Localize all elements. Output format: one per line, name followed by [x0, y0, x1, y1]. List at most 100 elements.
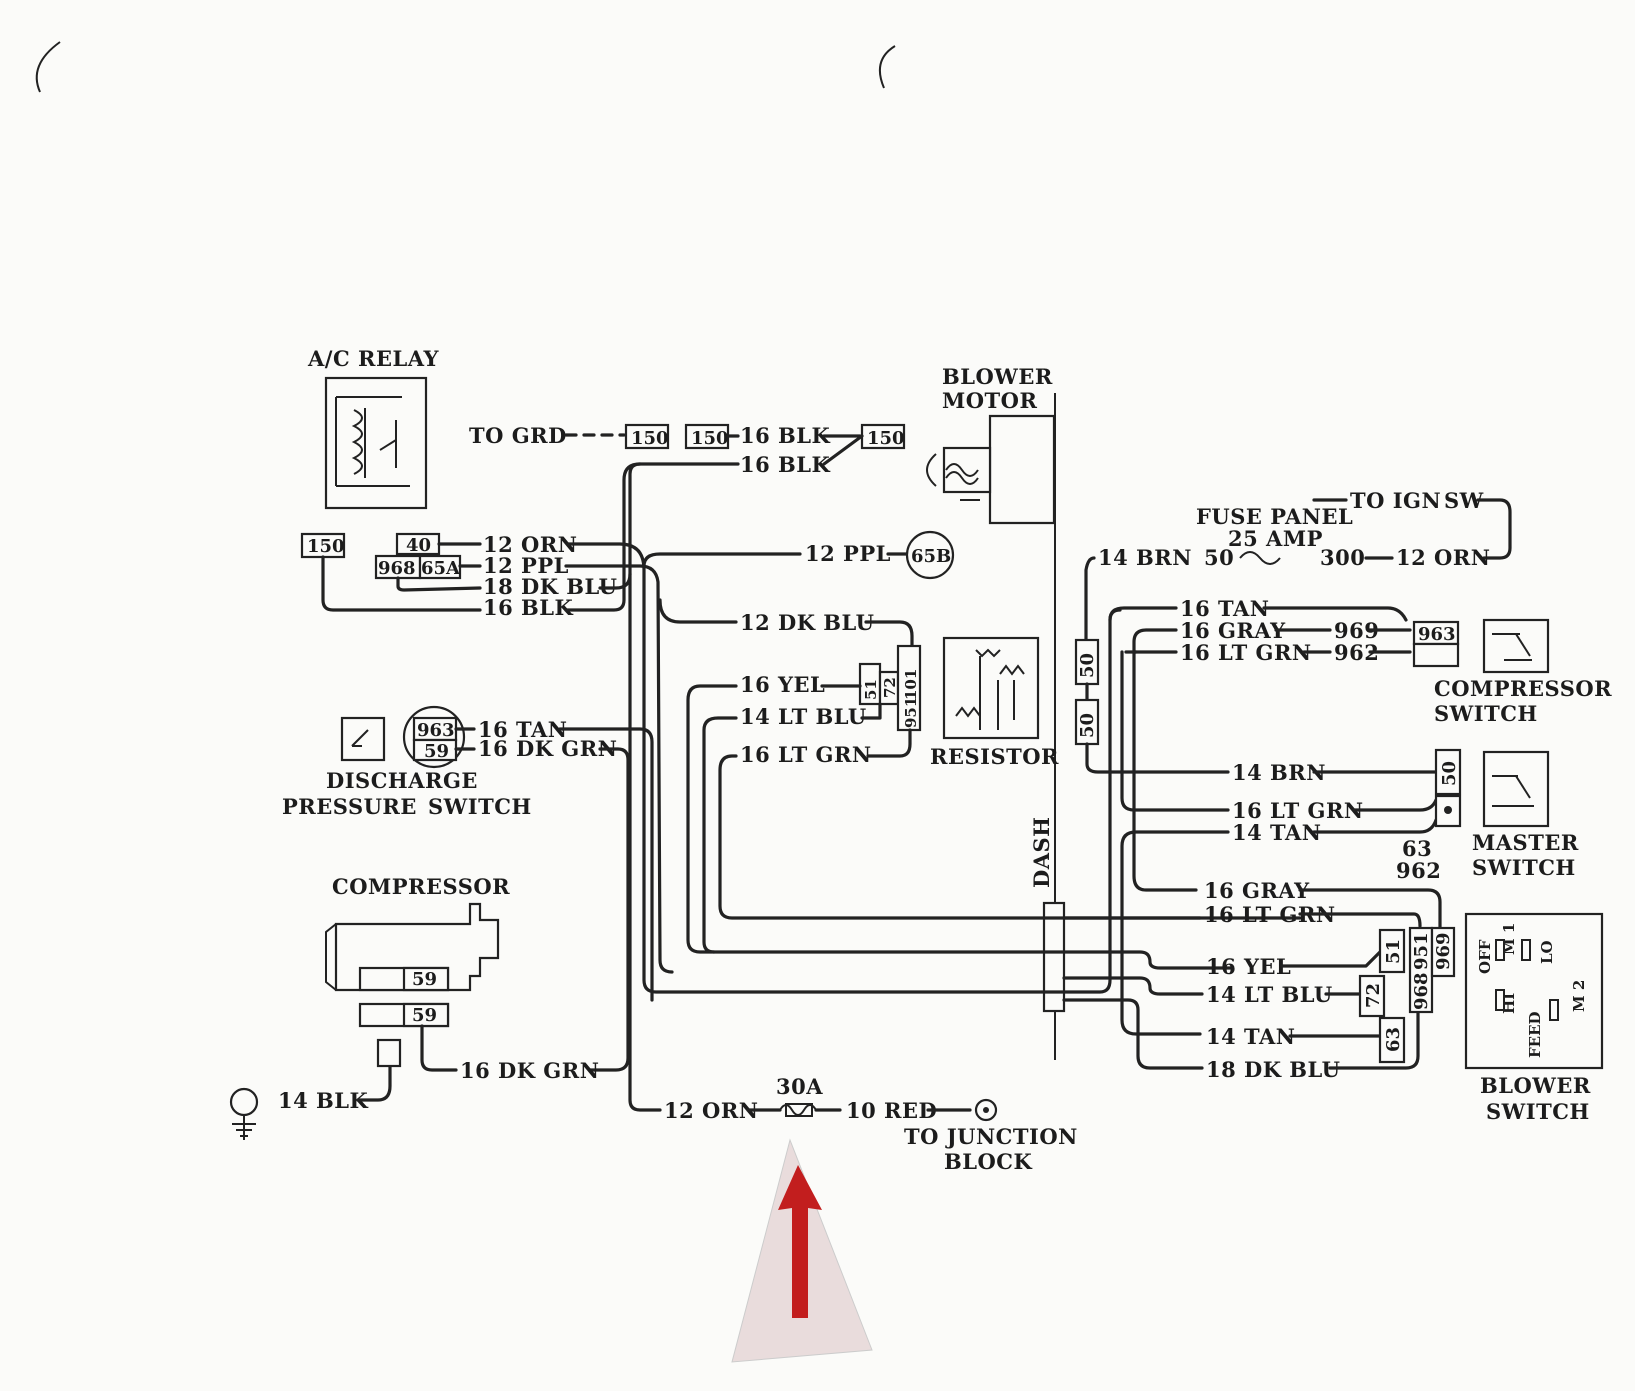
- wire-14-tan-r: 14 TAN: [1232, 820, 1322, 845]
- master-switch-label-1: MASTER: [1472, 830, 1579, 855]
- terminal-65a: 65A: [418, 554, 462, 580]
- to-grd-label: TO GRD: [469, 423, 567, 448]
- wire-10-red: 10 RED: [846, 1098, 937, 1123]
- wire-16-blk: 16 BLK: [483, 595, 574, 620]
- wire-14-brn-top: 14 BRN: [1098, 545, 1192, 570]
- wire-12-ppl: 12 PPL: [483, 553, 569, 578]
- master-962-label: 962: [1396, 858, 1441, 883]
- wire-16-yel-route: [686, 684, 1232, 970]
- wire-seg: [642, 552, 802, 568]
- discharge-connector: 963 59: [402, 705, 466, 769]
- compressor-icon: 59 59: [325, 902, 500, 1028]
- terminal-65b: 65B: [905, 530, 955, 580]
- svg-text:969: 969: [1433, 932, 1454, 970]
- svg-text:59: 59: [424, 741, 449, 762]
- dash-label: DASH: [1029, 816, 1054, 888]
- hole-mark-left: [35, 41, 61, 93]
- svg-text:M 2: M 2: [1570, 980, 1588, 1012]
- master-switch-icon: [1482, 750, 1550, 828]
- master-switch-label-2: SWITCH: [1472, 855, 1576, 880]
- dash-grommet: [1042, 901, 1066, 1013]
- svg-text:LO: LO: [1538, 940, 1556, 964]
- terminal-968: 968: [374, 554, 422, 580]
- wire-12-dk-blu: 12 DK BLU: [740, 610, 875, 635]
- fuse-300-label: 300: [1320, 545, 1365, 570]
- wire-seg: [1352, 798, 1438, 812]
- svg-text:50: 50: [1077, 713, 1098, 738]
- wire-16-tan-r: 16 TAN: [1180, 596, 1270, 621]
- compressor-switch-label-2: SWITCH: [1434, 701, 1538, 726]
- terminal-150-a: 150: [624, 423, 670, 450]
- resistor-label: RESISTOR: [930, 744, 1059, 769]
- junction-label-2: BLOCK: [944, 1149, 1033, 1174]
- svg-text:968: 968: [378, 558, 416, 579]
- wire-seg: [1085, 742, 1230, 774]
- hole-mark-right: [878, 45, 896, 89]
- svg-text:59: 59: [412, 1005, 437, 1026]
- resistor-connector: 51 72 101 951: [858, 644, 922, 732]
- svg-text:150: 150: [867, 428, 905, 449]
- blower-motor-icon: [926, 414, 1056, 525]
- wire-12-ppl-right: 12 PPL: [805, 541, 891, 566]
- wire-seg: [1298, 912, 1422, 928]
- wire-seg: [1108, 606, 1178, 622]
- terminal-150-c: 150: [860, 423, 906, 450]
- wire-14-lt-blu-b: 14 LT BLU: [1206, 982, 1333, 1007]
- svg-text:72: 72: [1363, 983, 1384, 1008]
- wire-16-gray-r: 16 GRAY: [1180, 618, 1286, 643]
- wire-seg: [420, 1024, 458, 1072]
- wire-seg: [822, 434, 864, 466]
- wire-14-brn-r: 14 BRN: [1232, 760, 1326, 785]
- wire-18-dk-blu-route: [1062, 998, 1204, 1070]
- wire-16-dk-grn: 16 DK GRN: [478, 736, 617, 761]
- svg-text:101: 101: [902, 669, 920, 700]
- red-arrow-sticker: [731, 1138, 873, 1363]
- wire-16-lt-grn-route: [718, 754, 1302, 920]
- svg-text:150: 150: [691, 428, 729, 449]
- svg-text:50: 50: [1077, 653, 1098, 678]
- terminal-150-b: 150: [684, 423, 730, 450]
- svg-text:65B: 65B: [911, 546, 951, 567]
- ground-icon: [229, 1087, 259, 1140]
- wire-seg: [1262, 606, 1408, 622]
- junction-label-1: TO JUNCTION: [904, 1124, 1078, 1149]
- svg-text:72: 72: [881, 677, 899, 698]
- svg-text:51: 51: [1383, 939, 1404, 964]
- blower-switch-icon: OFF M 1 LO HI FEED M 2: [1464, 912, 1604, 1070]
- terminal-150-d: 150: [300, 532, 346, 559]
- wire-seg: [1280, 948, 1384, 968]
- wire-14-lt-blu: 14 LT BLU: [740, 704, 867, 729]
- wire-seg: [1298, 888, 1442, 932]
- svg-text:51: 51: [862, 679, 880, 700]
- ac-relay-icon: [324, 376, 428, 510]
- wire-14-tan-route: [1120, 830, 1230, 1036]
- svg-text:M 1: M 1: [1500, 923, 1518, 955]
- to-ign-label: TO IGN: [1350, 488, 1441, 513]
- wire-16-lt-grn-route: [1120, 650, 1230, 812]
- svg-text:963: 963: [417, 720, 455, 741]
- wire-16-yel-b: 16 YEL: [1206, 954, 1291, 979]
- discharge-switch-icon: [340, 716, 386, 762]
- master-63-label: 63: [1402, 836, 1432, 861]
- wire-seg: [1062, 976, 1204, 996]
- svg-text:FEED: FEED: [1526, 1011, 1544, 1058]
- wire-ppl-trunk: [564, 564, 674, 974]
- ground-connector: [376, 1038, 402, 1068]
- wire-14-tan-b: 14 TAN: [1206, 1024, 1296, 1049]
- wire-14-blk: 14 BLK: [278, 1088, 369, 1113]
- svg-text:65A: 65A: [421, 558, 461, 579]
- terminal-50-b: 50: [1074, 698, 1100, 746]
- wire-seg: [1328, 1008, 1420, 1070]
- svg-text:40: 40: [406, 535, 431, 556]
- svg-text:968: 968: [1411, 972, 1432, 1010]
- wire-tan-route: [558, 727, 654, 1002]
- wire-16-dk-grn-comp: 16 DK GRN: [460, 1058, 599, 1083]
- svg-text:150: 150: [631, 428, 669, 449]
- discharge-label-2b: SWITCH: [428, 794, 532, 819]
- wire-ign-loop: [1476, 498, 1512, 560]
- svg-text:63: 63: [1383, 1027, 1404, 1052]
- wire-16-gray-route: [1132, 628, 1198, 892]
- fuse-30a-label: 30A: [776, 1074, 823, 1099]
